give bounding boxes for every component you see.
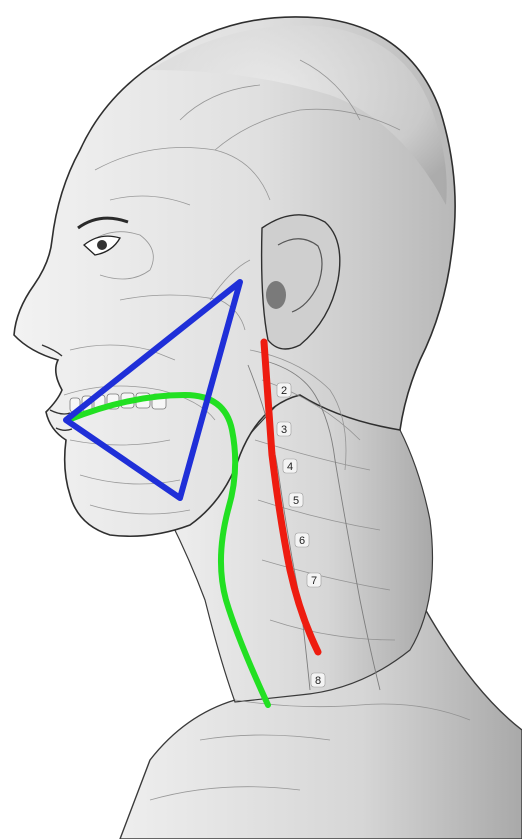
- vertebra-label: 4: [287, 461, 293, 473]
- vertebra-label: 3: [281, 424, 287, 436]
- vertebra-label: 2: [281, 385, 287, 397]
- vertebra-label: 8: [315, 675, 321, 687]
- vertebra-label: 6: [299, 535, 305, 547]
- vertebra-label: 7: [311, 575, 317, 587]
- vertebra-label: 5: [293, 495, 299, 507]
